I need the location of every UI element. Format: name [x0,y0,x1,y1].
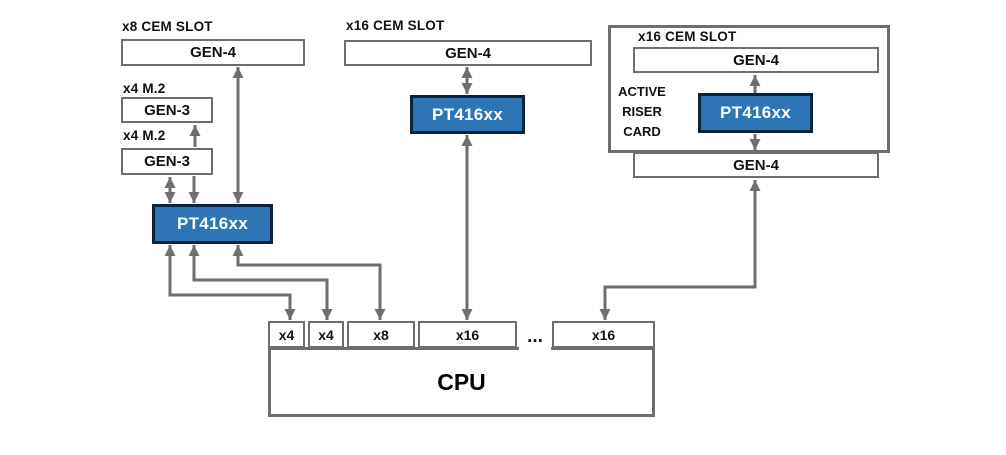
x8-cem-slot-label: x8 CEM SLOT [122,19,213,34]
pt416xx-switch-left: PT416xx [152,204,273,244]
gen4-slot-box-middle: GEN-4 [344,40,592,66]
riser-label-line-2: RISER [622,104,662,119]
gen4-slot-box-riser-bottom: GEN-4 [633,152,879,178]
port-ellipsis: ... [519,321,551,353]
cpu-port-x8: x8 [347,321,415,348]
x16-cem-slot-label-middle: x16 CEM SLOT [346,18,445,33]
cpu-port-x4-2: x4 [308,321,344,348]
gen3-slot-box-top: GEN-3 [121,97,213,123]
m2-slot-label-top: x4 M.2 [123,81,166,96]
gen4-slot-box-left: GEN-4 [121,39,305,66]
arrow-switch-to-port-x8 [232,245,386,320]
cpu-port-x16-2: x16 [552,321,655,348]
pt416xx-switch-middle: PT416xx [410,95,525,134]
m2-slot-label-bottom: x4 M.2 [123,128,166,143]
arrow-switch-to-port-x4-1 [164,245,296,320]
arrow-riser-gen4-to-port-x16 [599,180,761,320]
riser-label-line-3: CARD [623,124,661,139]
x16-cem-slot-label-riser: x16 CEM SLOT [638,29,737,44]
cpu-box: CPU [268,347,655,417]
active-riser-card-label: ACTIVE RISER CARD [610,82,674,142]
arrow-switch-to-port-x4-2 [188,245,333,320]
cpu-port-x16-1: x16 [418,321,517,348]
pt416xx-switch-riser: PT416xx [698,93,813,133]
gen4-slot-box-riser-top: GEN-4 [633,47,879,73]
cpu-port-x4-1: x4 [268,321,305,348]
gen3-slot-box-bottom: GEN-3 [121,148,213,175]
riser-label-line-1: ACTIVE [618,84,666,99]
